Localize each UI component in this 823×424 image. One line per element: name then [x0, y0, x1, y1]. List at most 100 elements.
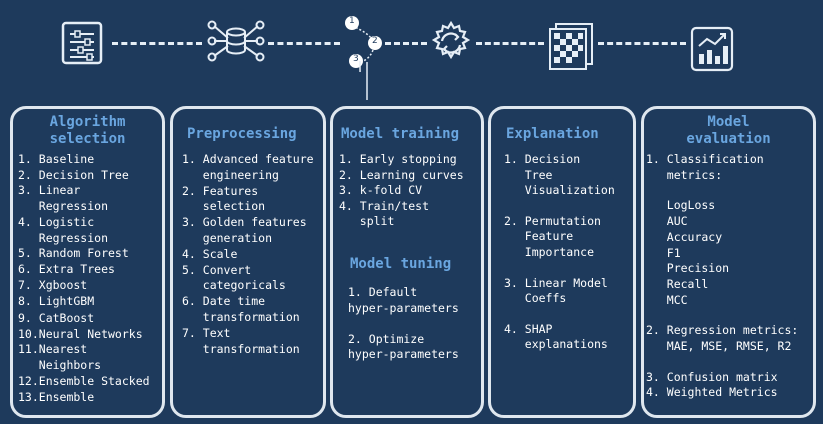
card-title: Model training: [341, 126, 460, 142]
list-item: hyper-parameters: [348, 347, 459, 363]
list-item: 5.Random Forest: [18, 246, 129, 262]
list-item: metrics:: [646, 168, 722, 184]
list-item: 3.Linear Model: [504, 276, 608, 292]
list-item-number: 2.: [646, 323, 660, 338]
list-item: Feature: [504, 229, 573, 245]
list-item: selection: [182, 199, 265, 215]
list-item-text: engineering: [202, 167, 279, 182]
list-item-text: F1: [666, 245, 681, 260]
list-item: 4.Weighted Metrics: [646, 385, 778, 401]
list-item-number: 10.: [18, 326, 39, 341]
list-item: Recall: [646, 277, 709, 293]
list-item-text: Default: [368, 285, 418, 299]
steps-icon: 1 2 3: [340, 12, 388, 72]
list-item: 3. Confusion matrix: [646, 370, 778, 386]
list-item-text: Baseline: [38, 152, 95, 166]
list-item-text: Neural Networks: [38, 326, 143, 341]
list-item-number: 7.: [182, 325, 196, 340]
list-item-number: 1.: [348, 285, 362, 299]
list-item-text: CatBoost: [38, 311, 95, 325]
list-item-text: explanations: [524, 337, 608, 352]
list-item: generation: [182, 231, 272, 247]
list-item-text: Ensemble: [38, 389, 95, 404]
list-item-text: MCC: [666, 292, 688, 307]
list-item-number: 6.: [18, 261, 32, 276]
step-1-label: 1: [349, 16, 355, 26]
list-item: Regression: [18, 231, 108, 247]
list-item: 4.Train/test: [339, 199, 429, 215]
connector-line: [112, 42, 202, 45]
list-item-text: Decision Tree: [38, 167, 129, 182]
list-item-number: 3.: [646, 369, 660, 384]
list-item-text: transformation: [202, 310, 300, 324]
list-item: 13.Ensemble: [18, 390, 94, 406]
list-item: 2.Learning curves: [339, 168, 464, 184]
list-item: 4.Logistic: [18, 215, 94, 231]
list-item: explanations: [504, 337, 608, 353]
list-item: 12.Ensemble Stacked: [18, 374, 150, 390]
list-item-number: 2.: [504, 213, 518, 228]
list-item-text: Features: [202, 183, 259, 198]
list-item-text: Confusion matrix: [666, 369, 778, 384]
list-item-text: Visualization: [524, 183, 615, 198]
bar-chart-icon: [690, 26, 736, 72]
list-item: 5.Convert: [182, 263, 251, 279]
list-item: 4. Scale: [182, 247, 237, 263]
list-item-text: Feature: [524, 229, 574, 244]
list-item: Tree: [504, 168, 553, 184]
list-item-text: Advanced feature: [202, 152, 314, 166]
card-title-line: Algorithm: [49, 114, 126, 130]
list-item-text: hyper-parameters: [348, 300, 459, 315]
list-item: 3.Linear: [18, 183, 80, 199]
connector-line: [598, 42, 686, 45]
list-item-text: Classification: [666, 152, 764, 166]
list-item-text: generation: [202, 231, 273, 245]
list-item-text: k-fold CV: [359, 183, 423, 198]
list-item: 8.LightGBM: [18, 294, 94, 310]
list-item-text: MAE, MSE, RMSE, R2: [666, 339, 792, 353]
list-item: F1: [646, 246, 681, 262]
model-evaluation-card: Model evaluation 1. Classification metrics…: [641, 106, 816, 418]
list-item: 2.Regression metrics:: [646, 323, 798, 339]
list-item: Visualization: [504, 183, 615, 199]
gear-refresh-icon: [428, 20, 474, 66]
list-item-text: Coeffs: [524, 291, 567, 306]
list-item-text: categoricals: [202, 278, 286, 293]
step-2-label: 2: [372, 36, 378, 46]
card-title: Model evaluation: [644, 114, 813, 148]
list-item-text: Golden features: [202, 215, 307, 230]
list-item-number: 4.: [182, 246, 196, 261]
list-item-text: Date time: [202, 294, 266, 309]
list-item-text: SHAP: [524, 321, 553, 336]
list-item: 1.Baseline: [18, 152, 94, 168]
list-item-number: 1.: [646, 152, 660, 166]
list-item-text: Scale: [202, 246, 238, 261]
list-item-number: 8.: [18, 294, 32, 309]
connector-line: [385, 42, 427, 45]
list-item: 2.Decision Tree: [18, 168, 129, 184]
list-item-number: 9.: [18, 311, 32, 325]
list-item: Importance: [504, 245, 594, 261]
list-item-text: Learning curves: [359, 167, 464, 182]
list-item: 1.Advanced feature: [182, 152, 314, 168]
card-title: Algorithm selection: [13, 114, 162, 148]
list-item-number: 13.: [18, 389, 39, 404]
list-item-number: 2.: [182, 183, 196, 198]
list-item: 3.k-fold CV: [339, 183, 422, 199]
list-item-text: Weighted Metrics: [666, 385, 778, 400]
list-item-text: Ensemble Stacked: [38, 373, 150, 388]
list-item: Coeffs: [504, 291, 567, 307]
connector-line: [268, 42, 340, 45]
list-item: 3.Golden features: [182, 215, 307, 231]
list-item: 7.Xgboost: [18, 278, 87, 294]
list-item: 1. Classification: [646, 152, 764, 168]
list-item-text: Random Forest: [38, 246, 129, 261]
list-item: Precision: [646, 261, 729, 277]
list-item-text: Xgboost: [38, 277, 88, 292]
list-item-text: Regression: [38, 199, 109, 214]
list-item: 1.Decision: [504, 152, 580, 168]
list-item: 1. Default: [348, 285, 417, 301]
